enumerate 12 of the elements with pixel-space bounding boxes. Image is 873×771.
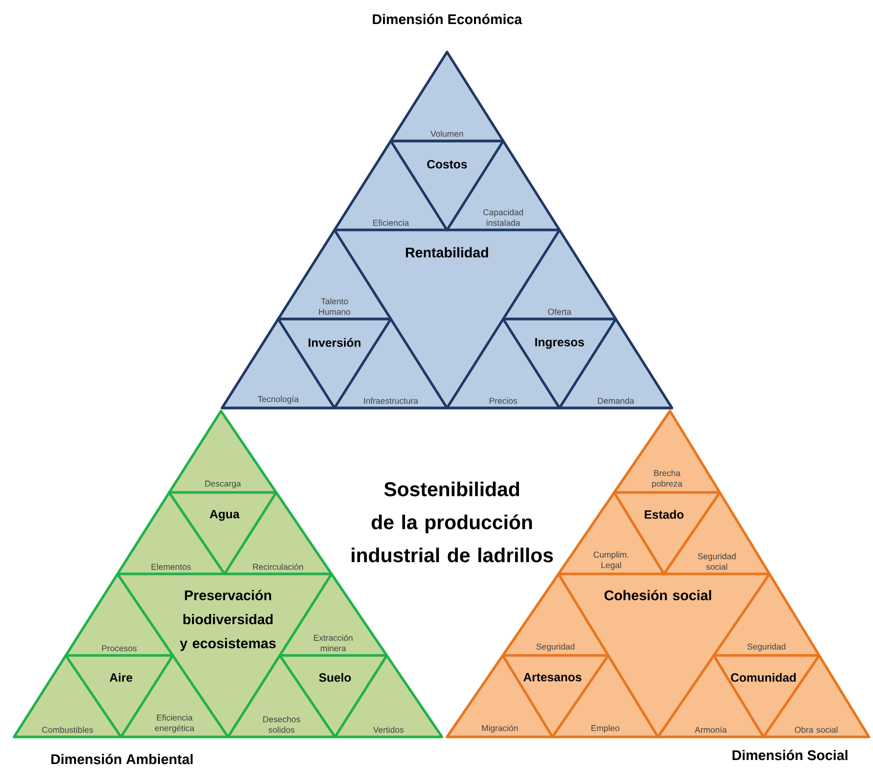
triangle-cell: Talento Humano [277, 228, 392, 320]
triangle-cell: Oferta [502, 228, 617, 320]
node-label: Dimensión Social [732, 750, 848, 760]
triangle-cell: Brecha pobreza [613, 410, 721, 494]
node-label: Dimensión Económica [372, 14, 522, 24]
triangle-cell: Seguridad [712, 572, 820, 657]
center-title: Sostenibilidad de la producción industrial de ladrillos [352, 482, 553, 562]
node-label: Dimensión Ambiental [51, 754, 193, 764]
triangle-cell: Descarga [168, 410, 278, 494]
triangle-cell: Volumen [390, 50, 504, 142]
triangle-cell: Extracción minera [278, 572, 388, 657]
triangle-cell: Procesos [64, 572, 174, 657]
